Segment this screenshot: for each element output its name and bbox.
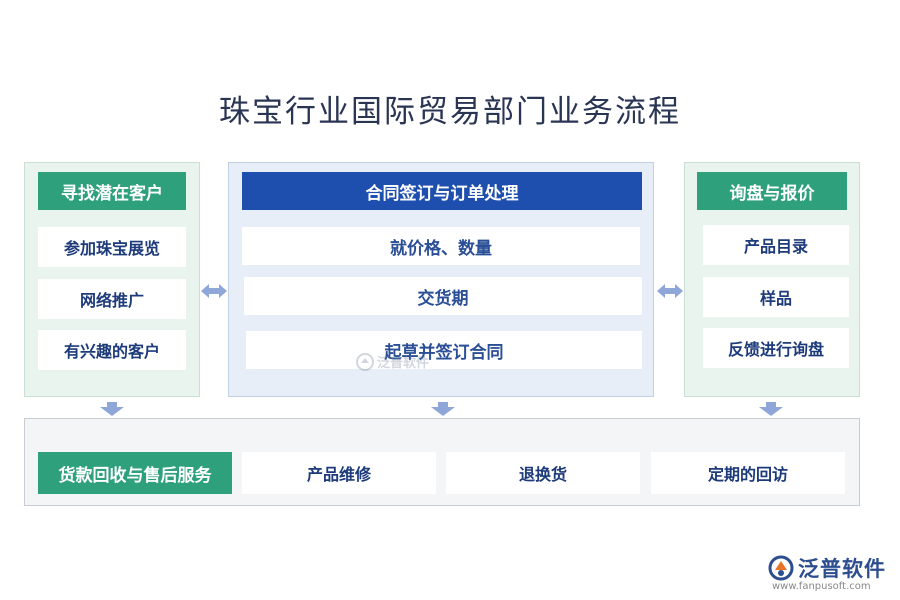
watermark: 泛普软件 [356,352,429,371]
bottom-step-1: 产品维修 [242,452,436,494]
diagram-title: 珠宝行业国际贸易部门业务流程 [219,94,681,130]
left-step-3: 有兴趣的客户 [38,330,186,370]
left-step-2: 网络推广 [38,279,186,319]
mid-step-2: 交货期 [244,277,642,315]
brand-url: www.fanpusoft.com [772,581,871,592]
contract-order-header: 合同签订与订单处理 [242,172,642,210]
find-customers-header: 寻找潜在客户 [38,172,186,210]
right-step-3: 反馈进行询盘 [703,328,849,368]
double-arrow-icon-right [657,284,683,298]
brand-name: 泛普软件 [798,556,886,581]
watermark-logo-icon [356,352,374,371]
contract-order-panel: 合同签订与订单处理 就价格、数量 交货期 起草并签订合同 [228,162,654,397]
inquiry-quote-header: 询盘与报价 [697,172,847,210]
double-arrow-icon-left [201,284,227,298]
down-arrow-icon-right [759,402,783,416]
inquiry-quote-panel: 询盘与报价 产品目录 样品 反馈进行询盘 [684,162,860,397]
down-arrow-icon-middle [431,402,455,416]
mid-step-3: 起草并签订合同 [246,331,642,369]
right-step-1: 产品目录 [703,225,849,265]
find-customers-panel: 寻找潜在客户 参加珠宝展览 网络推广 有兴趣的客户 [24,162,200,397]
brand-logo: 泛普软件 [768,553,886,583]
mid-step-1: 就价格、数量 [242,227,640,265]
payment-aftersales-panel: 货款回收与售后服务 产品维修 退换货 定期的回访 [24,418,860,506]
payment-aftersales-header: 货款回收与售后服务 [38,452,232,494]
bottom-step-2: 退换货 [446,452,640,494]
bottom-step-3: 定期的回访 [651,452,845,494]
watermark-text: 泛普软件 [377,356,430,371]
left-step-1: 参加珠宝展览 [38,227,186,267]
right-step-2: 样品 [703,277,849,317]
fanpu-logo-icon [768,555,794,581]
down-arrow-icon-left [100,402,124,416]
